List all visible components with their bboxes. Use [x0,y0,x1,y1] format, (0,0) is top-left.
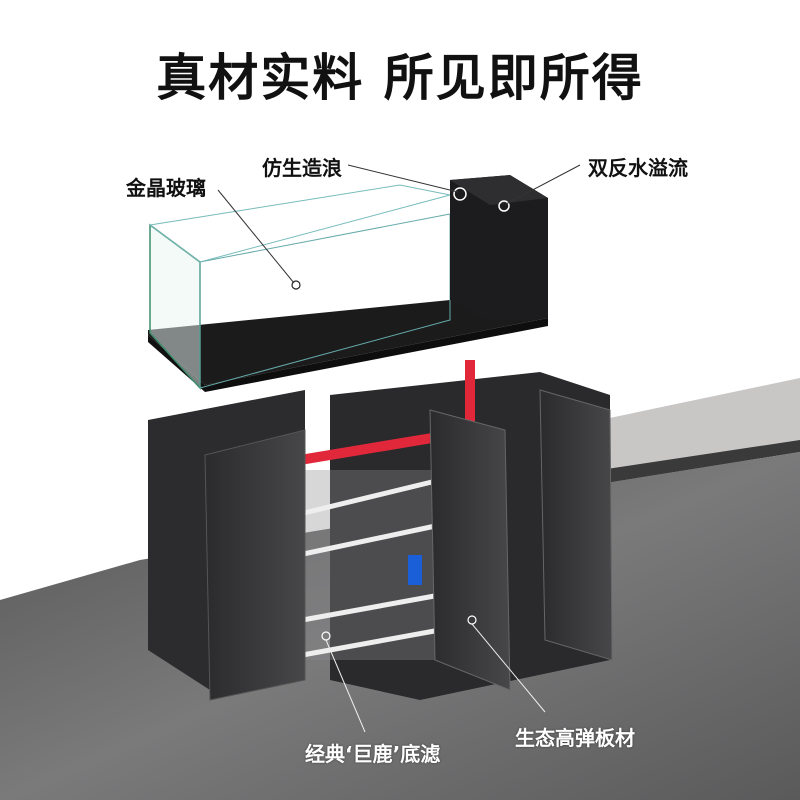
headline: 真材实料 所见即所得 [156,49,644,107]
callout-filter: 经典‘巨鹿’底滤 [305,742,441,766]
callout-overflow: 双反水溢流 [588,156,688,180]
callout-glass: 金晶玻璃 [126,176,206,200]
callout-wave: 仿生造浪 [262,156,342,180]
aquarium-tank [148,175,548,392]
wall [600,378,800,490]
cabinet [148,360,613,701]
leader-lines [217,164,581,733]
baseboard [600,440,800,484]
callout-board: 生态高弹板材 [515,726,635,750]
